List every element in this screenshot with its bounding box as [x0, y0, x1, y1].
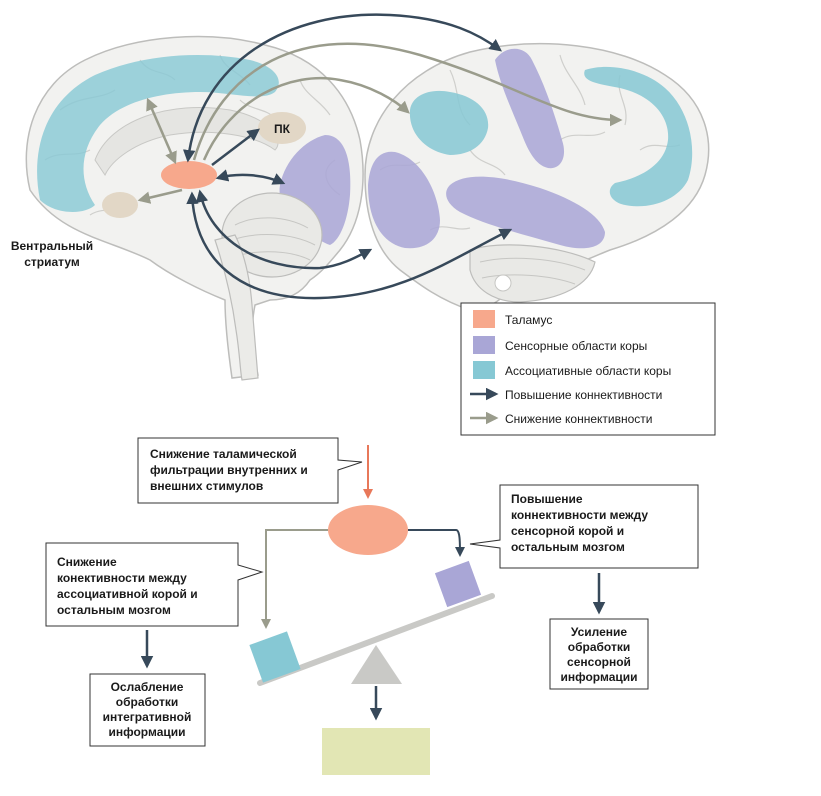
callout-sensory-up-line-3: сенсорной корой и [511, 524, 624, 538]
decrease-arrow-to-striatum [137, 188, 183, 204]
thalamus-node [328, 505, 408, 555]
callout-filtering-line-1: Снижение таламической [150, 447, 297, 461]
result-sensory-line-2: обработки [568, 640, 630, 654]
callout-filtering-line-2: фильтрации внутренних и [150, 463, 308, 477]
increase-arrow-to-temporal [186, 191, 513, 300]
increase-path-to-sensory [408, 529, 465, 557]
callout-filtering-line-3: внешних стимулов [150, 479, 263, 493]
thalamus-left [161, 161, 217, 189]
callout-assoc-down-line-1: Снижение [57, 555, 117, 569]
increase-arrow-to-occipital [215, 169, 286, 185]
ventral-striatum [102, 192, 138, 218]
callout-filtering: Снижение таламической фильтрации внутрен… [137, 437, 363, 504]
result-integrative-line-2: обработки [116, 695, 178, 709]
outcome-box [322, 728, 430, 775]
callout-assoc-down-line-3: ассоциативной корой и [57, 587, 198, 601]
result-sensory: Усиление обработки сенсорной информации [549, 618, 649, 690]
result-sensory-line-4: информации [561, 670, 638, 684]
callout-sensory-up-line-2: коннективности между [511, 508, 648, 522]
ventral-striatum-label-2: стриатум [24, 255, 80, 269]
callout-assoc-down: Снижение конективности между ассоциативн… [45, 542, 264, 627]
increase-arrows [182, 13, 513, 300]
lateral-brain [364, 42, 710, 311]
legend-frame [460, 302, 716, 436]
decrease-path-to-assoc [261, 529, 328, 629]
increase-arrow-to-sensory-vertical [182, 13, 503, 163]
legend-label-thalamus: Таламус [505, 313, 552, 327]
cerebellum-right [469, 244, 596, 303]
legend-label-sensory: Сенсорные области коры [505, 339, 647, 353]
callout-sensory-up: Повышение коннективности между сенсорной… [469, 484, 699, 569]
result-integrative-line-3: интегративной [103, 710, 192, 724]
legend: Таламус Сенсорные области коры Ассоциати… [460, 302, 716, 436]
legend-label-decrease: Снижение коннективности [505, 412, 652, 426]
callout-assoc-down-line-2: конективности между [57, 571, 187, 585]
ventral-striatum-label-1: Вентральный [11, 239, 93, 253]
pk-label: ПК [274, 122, 291, 136]
associative-square [249, 631, 301, 683]
callout-assoc-down-line-4: остальным мозгом [57, 603, 171, 617]
result-integrative-line-1: Ослабление [111, 680, 184, 694]
legend-swatch-sensory [473, 336, 495, 354]
result-sensory-line-3: сенсорной [567, 655, 631, 669]
legend-label-associative: Ассоциативные области коры [505, 364, 671, 378]
legend-swatch-associative [473, 361, 495, 379]
associative-cortex-frontal [584, 66, 693, 207]
result-sensory-line-1: Усиление [571, 625, 628, 639]
decrease-arrow-to-associative-medial [146, 97, 177, 165]
balance-fulcrum [351, 645, 402, 684]
sagittal-brain: ПК Вентральный стриатум [11, 35, 364, 381]
legend-swatch-thalamus [473, 310, 495, 328]
sensory-square [434, 560, 482, 608]
callout-sensory-up-line-1: Повышение [511, 492, 583, 506]
legend-label-increase: Повышение коннективности [505, 388, 662, 402]
sensory-cortex-vertical [495, 48, 565, 169]
balance-scale [249, 560, 495, 686]
increase-arrow-to-pk [211, 128, 260, 166]
result-integrative: Ослабление обработки интегративной инфор… [89, 673, 206, 747]
associative-cortex-medial [37, 55, 279, 212]
result-integrative-line-4: информации [109, 725, 186, 739]
callout-sensory-up-line-4: остальным мозгом [511, 540, 625, 554]
